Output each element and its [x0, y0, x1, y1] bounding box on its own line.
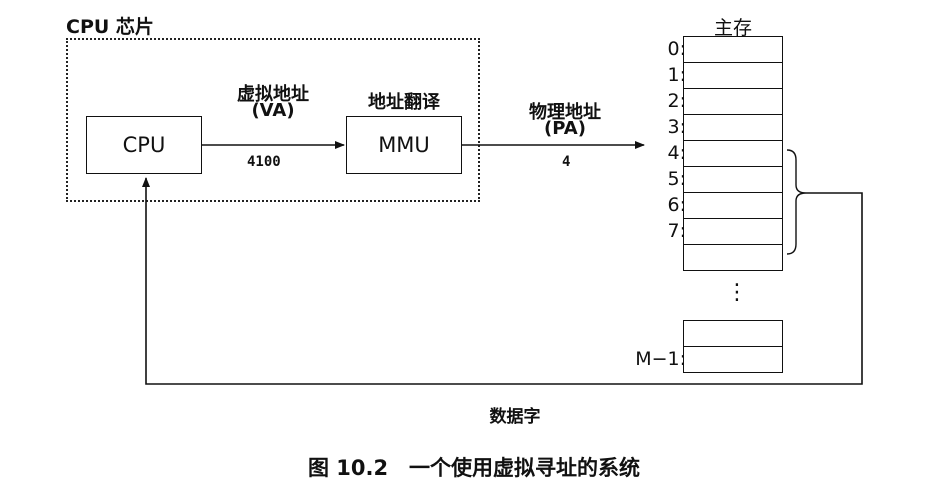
- mmu-box: MMU: [346, 116, 462, 174]
- address-translation-label: 地址翻译: [368, 92, 440, 113]
- address-label-2: 2:: [667, 90, 687, 112]
- address-label-7: 7:: [667, 220, 687, 242]
- pa-value: 4: [562, 154, 571, 170]
- va-value: 4100: [247, 154, 281, 170]
- address-label-6: 6:: [667, 194, 687, 216]
- memory-cell-5: [683, 166, 783, 193]
- address-label-3: 3:: [667, 116, 687, 138]
- memory-cell-m1: [683, 346, 783, 373]
- cpu-box: CPU: [86, 116, 202, 174]
- physical-address-label: 物理地址: [529, 102, 601, 123]
- address-label-4: 4:: [667, 142, 687, 164]
- virtual-address-label: 虚拟地址: [237, 84, 309, 105]
- mmu-box-label: MMU: [378, 133, 430, 157]
- cpu-chip-label: CPU 芯片: [66, 16, 154, 38]
- address-label-0: 0:: [667, 38, 687, 60]
- va-abbrev-label: (VA): [251, 100, 295, 121]
- data-word-label: 数据字: [489, 407, 541, 427]
- memory-cell-8: [683, 244, 783, 271]
- cpu-chip-boundary: [66, 38, 480, 202]
- data-word-arrow: [142, 177, 863, 385]
- cell-brace: [786, 149, 807, 255]
- memory-cell-4: [683, 140, 783, 167]
- vertical-ellipsis: ⋮: [726, 280, 748, 305]
- pa-abbrev-label: (PA): [544, 118, 586, 139]
- cpu-box-label: CPU: [122, 133, 166, 157]
- figure-caption: 图 10.2 一个使用虚拟寻址的系统: [307, 456, 641, 480]
- address-label-1: 1:: [667, 64, 687, 86]
- address-label-5: 5:: [667, 168, 687, 190]
- memory-cell-3: [683, 114, 783, 141]
- main-memory-title: 主存: [713, 17, 752, 39]
- address-label-m-1: M−1:: [635, 348, 686, 370]
